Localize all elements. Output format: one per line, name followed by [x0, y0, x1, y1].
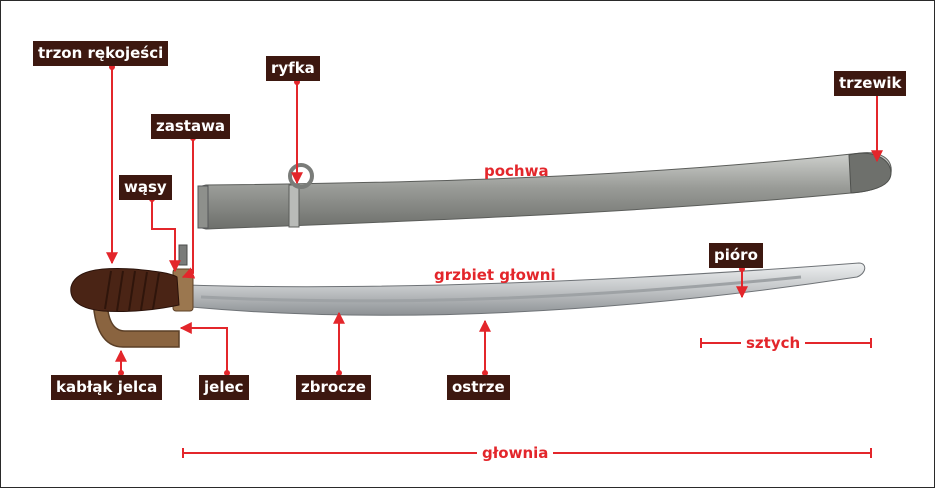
- label-kablak-jelca: kabłąk jelca: [51, 375, 162, 400]
- label-ostrze: ostrze: [447, 375, 510, 400]
- label-wasy: wąsy: [119, 175, 172, 200]
- label-trzewik: trzewik: [834, 71, 906, 96]
- leader-jelec: [181, 328, 227, 373]
- scabbard-throat: [198, 186, 208, 228]
- label-jelec: jelec: [199, 375, 249, 400]
- label-sztych: sztych: [741, 333, 805, 353]
- label-pioro: pióro: [709, 243, 763, 268]
- label-zastawa: zastawa: [151, 114, 230, 139]
- grip: [71, 269, 179, 312]
- label-zbrocze: zbrocze: [296, 375, 371, 400]
- scabbard-band: [289, 185, 299, 227]
- guard-langet: [179, 245, 187, 265]
- label-grzbiet-glowni: grzbiet głowni: [429, 265, 561, 285]
- label-pochwa: pochwa: [479, 161, 554, 181]
- label-trzon-rekojesci: trzon rękojeści: [33, 41, 168, 66]
- label-glownia: głownia: [477, 443, 553, 463]
- leader-wasy: [152, 199, 175, 271]
- label-ryfka: ryfka: [266, 56, 320, 81]
